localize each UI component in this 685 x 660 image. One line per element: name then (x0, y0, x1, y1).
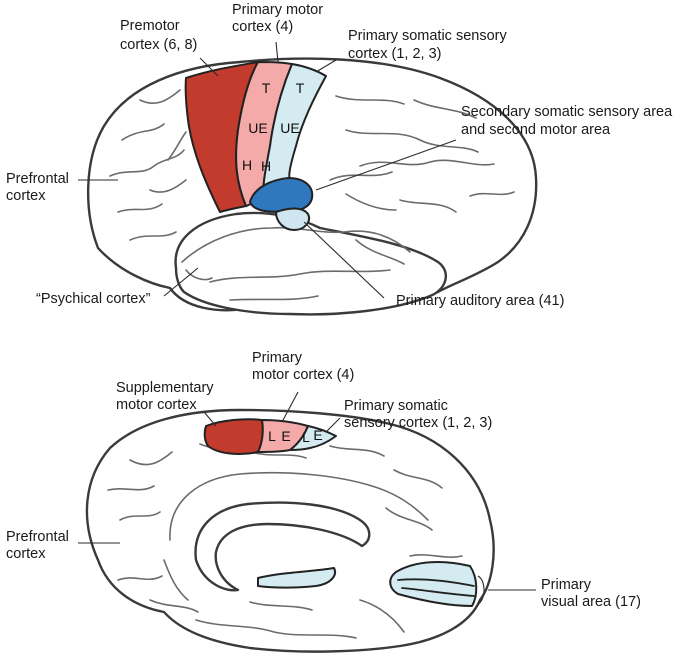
supplementary-motor-cortex-label-line1: Supplementary (116, 380, 214, 396)
sensory-l-letter: L (302, 429, 310, 445)
lateral-sulci (109, 89, 515, 301)
cingulate-gyrus-outline (169, 471, 429, 541)
sensory-h-letter: H (261, 158, 271, 174)
primary-visual-area-label-line1: Primary (541, 577, 592, 593)
premotor-cortex-label-line2: cortex (6, 8) (120, 37, 197, 53)
visual-area-bracket (477, 575, 485, 605)
primary-motor-cortex-label-line2: cortex (4) (232, 19, 293, 35)
lateral-temporal-lobe (174, 211, 448, 316)
sensory-ue-letter: UE (280, 120, 299, 136)
secondary-somatosensory-area-region (249, 177, 314, 213)
corpus-callosum (194, 501, 371, 592)
primary-somatic-sensory-cortex-label-line1: Primary somatic sensory (348, 28, 507, 44)
medial-ventral-shaded-region (257, 567, 336, 589)
calcarine-sulcus (397, 578, 475, 587)
lateral-leader-lines (78, 41, 457, 299)
primary-somatic-sensory-cortex-medial-label-line1: Primary somatic (344, 398, 448, 414)
prefrontal-cortex-medial-label-line2: cortex (6, 546, 46, 562)
sensory-e-letter: E (313, 427, 322, 443)
secondary-somatic-sensory-area-label-line2: and second motor area (461, 122, 611, 138)
sensory-t-letter: T (296, 80, 305, 96)
motor-ue-letter: UE (248, 120, 267, 136)
premotor-cortex-label-line1: Premotor (120, 18, 180, 34)
psychical-cortex-label: “Psychical cortex” (36, 291, 151, 307)
lateral-brain-view: T UE H T UE H Premotor cortex (6, 8) Pri… (6, 2, 673, 316)
prefrontal-cortex-medial-label-line1: Prefrontal (6, 529, 69, 545)
medial-sulci (107, 443, 463, 639)
motor-h-letter: H (242, 157, 252, 173)
medial-leader-lines (78, 391, 536, 605)
motor-e-letter: E (281, 428, 290, 444)
calcarine-sulcus-lower (401, 587, 475, 597)
primary-motor-cortex-medial-label-line2: motor cortex (4) (252, 367, 354, 383)
supplementary-motor-cortex-region (203, 418, 264, 455)
motor-t-letter: T (262, 80, 271, 96)
motor-l-letter: L (268, 428, 276, 444)
primary-motor-cortex-medial-label-line1: Primary (252, 350, 303, 366)
primary-somatic-sensory-cortex-medial-label-line2: sensory cortex (1, 2, 3) (344, 415, 492, 431)
secondary-somatic-sensory-area-label-line1: Secondary somatic sensory area (461, 104, 673, 120)
prefrontal-cortex-lateral-label-line2: cortex (6, 188, 46, 204)
primary-somatosensory-cortex-medial-region (289, 425, 337, 451)
supplementary-motor-cortex-label-line2: motor cortex (116, 397, 197, 413)
primary-motor-cortex-label-line1: Primary motor (232, 2, 323, 18)
medial-cerebrum-outline (85, 408, 495, 653)
primary-auditory-area-lateral-region (275, 207, 310, 231)
primary-somatic-sensory-cortex-label-line2: cortex (1, 2, 3) (348, 46, 441, 62)
primary-auditory-area-label: Primary auditory area (41) (396, 293, 564, 309)
primary-visual-area-label-line2: visual area (17) (541, 594, 641, 610)
prefrontal-cortex-lateral-label-line1: Prefrontal (6, 171, 69, 187)
medial-brain-view: L E L E Primary motor cortex (4) Supplem… (6, 350, 641, 653)
